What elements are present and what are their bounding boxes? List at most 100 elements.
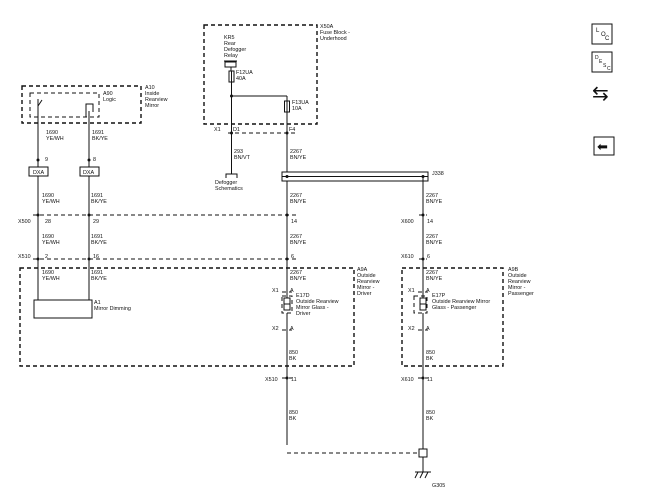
desc-letter-c: C — [607, 66, 611, 72]
a9b-label-line1: Outside — [508, 273, 527, 279]
wire-850-num-4: 850 — [426, 410, 435, 416]
wire-850-num-2: 850 — [426, 350, 435, 356]
f12ua-ref: F12UA — [236, 70, 253, 76]
e17p-line2: Glass - Passenger — [432, 305, 477, 311]
a9a-label-line1: Outside — [357, 273, 376, 279]
x610-label: X610 — [401, 254, 414, 260]
x510-lower-label: X510 — [265, 377, 278, 383]
wire-1690-num-1: 1690 — [46, 130, 58, 136]
f12ua-amp: 40A — [236, 76, 246, 82]
ground-tine-2 — [419, 471, 424, 479]
x500-label: X500 — [18, 219, 31, 225]
e17p-line1: Outside Rearview Mirror — [432, 299, 490, 305]
wire-850-color-1: BK — [289, 356, 297, 362]
wire-850-num-3: 850 — [289, 410, 298, 416]
loc-button[interactable]: L O C — [591, 23, 613, 45]
wire-2267-num-7: 2267 — [426, 270, 438, 276]
wire-1690-color-1: YE/WH — [46, 136, 64, 142]
wire-1691-num-3: 1691 — [91, 234, 103, 240]
kr5-ref: KR5 — [224, 35, 235, 41]
loc-button-frame — [591, 23, 613, 45]
x610-pin-6-dot — [421, 257, 425, 261]
a9a-x1-label: X1 — [272, 288, 279, 294]
swap-views-button[interactable]: ⇆ — [592, 83, 609, 105]
ground-splice-box — [418, 448, 428, 458]
x610-pin-11-dot — [421, 376, 425, 380]
e17d-ref: E17D — [296, 293, 310, 299]
x500-pin-14: 14 — [291, 219, 297, 225]
wire-2267-num-2: 2267 — [290, 193, 302, 199]
x50a-label-line2: Underhood — [320, 36, 347, 42]
x50a-label-line1: Fuse Block - — [320, 30, 350, 36]
wire-1691-color-3: BK/YE — [91, 240, 107, 246]
x610-pin-6: 6 — [427, 254, 430, 260]
wire-1691-num-2: 1691 — [91, 193, 103, 199]
wire-1690-num-4: 1690 — [42, 270, 54, 276]
a9b-label-line2: Rearview — [508, 279, 531, 285]
previous-page-button[interactable]: ⬅ — [593, 136, 615, 156]
e17d-line1: Outside Rearview — [296, 299, 339, 305]
a90-logic-label: Logic — [103, 97, 116, 103]
desc-letter-s: S — [603, 63, 607, 69]
a9a-label-line2: Rearview — [357, 279, 380, 285]
wire-2267-num-6: 2267 — [426, 234, 438, 240]
e17p-ref: E17P — [432, 293, 446, 299]
dxa-right-label: DXA — [83, 170, 94, 176]
wire-850-num-1: 850 — [289, 350, 298, 356]
wire-850-color-3: BK — [289, 416, 297, 422]
a9a-component-outline — [19, 267, 355, 367]
a9b-x1-label: X1 — [408, 288, 415, 294]
d1-pin-dot — [230, 131, 233, 135]
a1-label: Mirror Dimming — [94, 306, 131, 312]
x510-pin-11: 11 — [291, 377, 297, 383]
x600-label: X600 — [401, 219, 414, 225]
x510-pin-11-dot — [285, 376, 289, 380]
e17p-element-outline — [413, 295, 428, 314]
a90-switch-blade — [37, 99, 43, 107]
a9a-label-line3: Mirror - — [357, 285, 375, 291]
x510-pin-6-dot — [285, 257, 289, 261]
wire-1690-color-4: YE/WH — [42, 276, 60, 282]
x500-pin-29: 29 — [93, 219, 99, 225]
a9a-x2-pin-a: A — [290, 326, 294, 332]
a9b-component-outline — [401, 267, 504, 367]
pin-8-dot — [87, 158, 91, 162]
x510-pin-2-dot — [36, 257, 40, 261]
x50a-ref: X50A — [320, 24, 334, 30]
a9b-x1-pin-a: A — [426, 288, 430, 294]
swap-arrows-icon: ⇆ — [592, 83, 609, 105]
wire-293-color: BN/VT — [234, 155, 251, 161]
a9b-label-line3: Mirror - — [508, 285, 526, 291]
f4-pin-label: F4 — [289, 127, 295, 133]
a1-mirror-dimming-box — [33, 299, 93, 319]
wire-2267-color-5: BN/YE — [426, 199, 443, 205]
defogger-page-ref-icon — [225, 173, 238, 178]
j338-ref: J338 — [432, 171, 444, 177]
x1-connector-label: X1 — [214, 127, 221, 133]
f13ua-amp: 10A — [292, 106, 302, 112]
x500-pin-29-dot — [87, 213, 91, 217]
wire-2267-num-3: 2267 — [290, 234, 302, 240]
a9a-x2-label: X2 — [272, 326, 279, 332]
wire-1690-color-3: YE/WH — [42, 240, 60, 246]
ground-tine-1 — [414, 471, 419, 479]
kr5-relay-coil — [224, 61, 237, 68]
wire-2267-color-3: BN/YE — [290, 240, 307, 246]
a90-logic-outline — [29, 92, 100, 118]
x50a-component-outline — [203, 24, 318, 125]
kr5-label-line1: Rear — [224, 41, 236, 47]
a9a-x1-pin-a: A — [290, 288, 294, 294]
desc-button[interactable]: D E S C — [591, 51, 613, 73]
wire-1691-color-1: BK/YE — [92, 136, 108, 142]
x500-pin-28: 28 — [45, 219, 51, 225]
d1-pin-label: D1 — [233, 127, 240, 133]
a10-component-outline — [21, 85, 142, 124]
previous-page-frame — [593, 136, 615, 156]
desc-letter-d: D — [595, 55, 599, 61]
wire-850-color-4: BK — [426, 416, 434, 422]
x600-pin-14: 14 — [427, 219, 433, 225]
g305-ref: G305 — [432, 483, 445, 489]
dxa-left-label: DXA — [33, 170, 44, 176]
x610-lower-label: X610 — [401, 377, 414, 383]
